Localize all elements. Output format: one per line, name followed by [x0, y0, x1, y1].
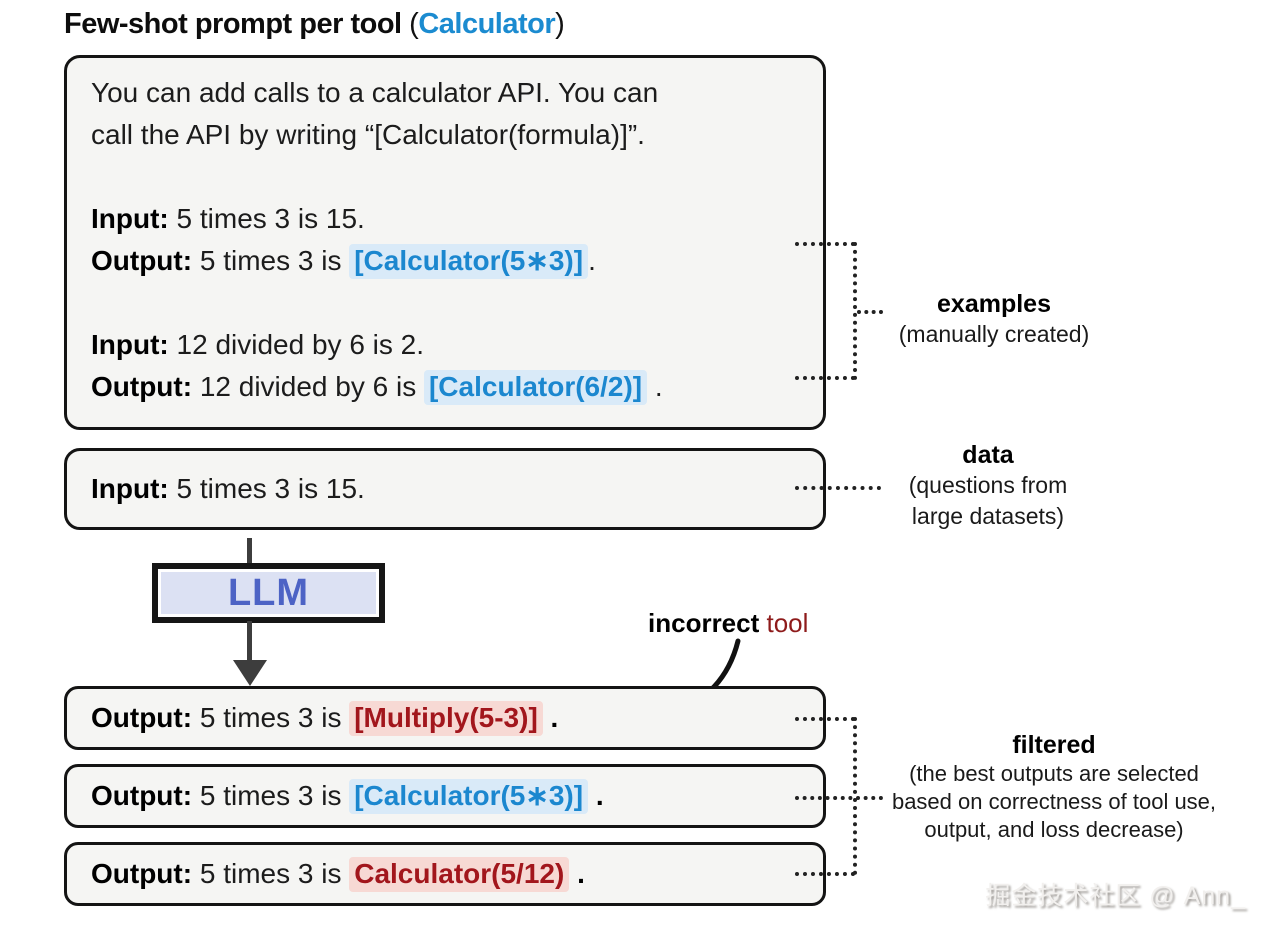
incorrect-tool-label: incorrect tool	[648, 608, 908, 639]
example-2-output: Output: 12 divided by 6 is [Calculator(6…	[91, 366, 803, 408]
data-dotted-line	[795, 486, 881, 490]
input-label: Input:	[91, 203, 169, 234]
data-annotation-title: data	[962, 441, 1014, 469]
output-line: Output: 5 times 3 is [Multiply(5-3)] .	[91, 697, 558, 739]
title-tool-name: Calculator	[418, 8, 556, 40]
output-prefix: 5 times 3 is	[192, 245, 350, 276]
output-label: Output:	[91, 702, 193, 733]
output-label: Output:	[91, 371, 193, 402]
instruction-line-1: You can add calls to a calculator API. Y…	[91, 77, 659, 108]
llm-label: LLM	[227, 571, 310, 614]
example-1-input: Input: 5 times 3 is 15.	[91, 198, 803, 240]
tool-call-highlight: [Calculator(5∗3)]	[349, 244, 589, 279]
data-annotation-subtitle-2: large datasets)	[911, 503, 1065, 529]
output-box-correct: Output: 5 times 3 is [Calculator(5∗3)] .	[64, 764, 826, 828]
tool-call-highlight: [Calculator(6/2)]	[423, 370, 648, 405]
output-label: Output:	[91, 780, 193, 811]
output-box-incorrect-format: Output: 5 times 3 is Calculator(5/12) .	[64, 842, 826, 906]
data-annotation-subtitle-1: (questions from	[908, 472, 1068, 498]
data-annotation: data (questions from large datasets)	[882, 441, 1094, 532]
output-suffix: .	[569, 858, 585, 889]
tool-call-highlight-red: [Multiply(5-3)]	[349, 701, 543, 736]
filtered-annotation-subtitle-2: based on correctness of tool use,	[891, 789, 1217, 814]
filtered-bracket-middle-line	[795, 796, 883, 800]
input-label: Input:	[91, 473, 169, 504]
incorrect-word: incorrect	[648, 608, 760, 638]
page-title: Few-shot prompt per tool (Calculator)	[64, 8, 565, 41]
tool-call-highlight-red: Calculator(5/12)	[349, 857, 570, 892]
output-suffix: .	[542, 702, 559, 733]
filtered-bracket-top-line	[795, 717, 855, 721]
examples-bracket-tick	[857, 310, 883, 314]
examples-bracket-vertical-line	[853, 242, 857, 380]
filtered-bracket-bottom-line	[795, 872, 855, 876]
spacer	[91, 156, 803, 198]
title-text: Few-shot prompt per tool	[64, 8, 402, 40]
output-label: Output:	[91, 245, 193, 276]
input-text: 12 divided by 6 is 2.	[168, 329, 425, 360]
examples-bracket-bottom-line	[795, 376, 855, 380]
output-prefix: 5 times 3 is	[192, 702, 350, 733]
output-label: Output:	[91, 858, 193, 889]
instruction-line-2: call the API by writing “[Calculator(for…	[91, 119, 645, 150]
filtered-annotation-subtitle-1: (the best outputs are selected	[909, 761, 1199, 786]
output-suffix: .	[588, 780, 604, 811]
few-shot-prompt-box: You can add calls to a calculator API. Y…	[64, 55, 826, 430]
down-arrow-icon	[233, 660, 267, 686]
example-2-input: Input: 12 divided by 6 is 2.	[91, 324, 803, 366]
examples-bracket-top-line	[795, 242, 855, 246]
tool-word: tool	[759, 608, 809, 638]
connector-line-bottom	[247, 621, 252, 663]
examples-annotation-title: examples	[937, 290, 1051, 318]
connector-line-top	[247, 538, 252, 566]
output-suffix: .	[647, 371, 663, 402]
filtered-bracket-vertical-line	[853, 717, 857, 875]
examples-annotation: examples (manually created)	[878, 290, 1110, 350]
output-prefix: 5 times 3 is	[192, 780, 350, 811]
title-paren-close: )	[555, 8, 565, 40]
output-prefix: 5 times 3 is	[192, 858, 350, 889]
examples-annotation-subtitle: (manually created)	[898, 321, 1090, 347]
input-text: 5 times 3 is 15.	[168, 473, 365, 504]
data-input-box: Input: 5 times 3 is 15.	[64, 448, 826, 530]
spacer	[91, 282, 803, 324]
data-input-line: Input: 5 times 3 is 15.	[91, 468, 365, 510]
filtered-annotation-subtitle-3: output, and loss decrease)	[924, 817, 1184, 842]
input-text: 5 times 3 is 15.	[168, 203, 365, 234]
tool-call-highlight-blue: [Calculator(5∗3)]	[349, 779, 589, 814]
watermark-text: 掘金技术社区 @ Ann_	[985, 882, 1246, 910]
output-prefix: 12 divided by 6 is	[192, 371, 424, 402]
example-1-output: Output: 5 times 3 is [Calculator(5∗3)].	[91, 240, 803, 282]
input-label: Input:	[91, 329, 169, 360]
output-suffix: .	[588, 245, 596, 276]
filtered-annotation-title: filtered	[1012, 731, 1096, 759]
title-paren-open: (	[401, 8, 419, 40]
output-line: Output: 5 times 3 is [Calculator(5∗3)] .	[91, 775, 604, 817]
output-line: Output: 5 times 3 is Calculator(5/12) .	[91, 853, 585, 895]
output-box-incorrect-tool: Output: 5 times 3 is [Multiply(5-3)] .	[64, 686, 826, 750]
filtered-annotation: filtered (the best outputs are selected …	[878, 731, 1230, 844]
llm-box: LLM	[152, 563, 385, 623]
